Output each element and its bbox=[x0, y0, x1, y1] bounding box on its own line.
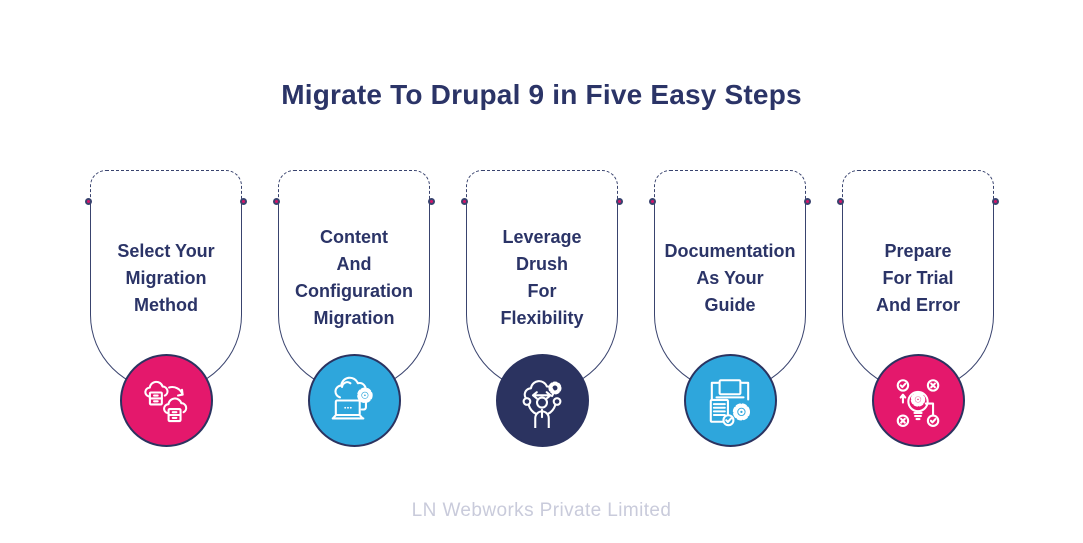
documentation-gear-icon bbox=[709, 378, 751, 426]
step-label: Leverage Drush For Flexibility bbox=[500, 227, 584, 328]
card-dashed-outline bbox=[278, 170, 430, 203]
connector-dot bbox=[461, 198, 468, 205]
step-card-3: Leverage Drush For Flexibility bbox=[461, 170, 623, 447]
page-title: Migrate To Drupal 9 in Five Easy Steps bbox=[281, 79, 802, 110]
connector-dot bbox=[428, 198, 435, 205]
card-dashed-outline bbox=[842, 170, 994, 203]
step-label: Documentation As Your Guide bbox=[664, 240, 796, 315]
step-card-4: Documentation As Your Guide bbox=[649, 170, 811, 447]
connector-dot bbox=[240, 198, 247, 205]
step-label: Content And Configuration Migration bbox=[295, 227, 413, 328]
step-card-2: Content And Configuration Migration bbox=[273, 170, 435, 447]
step-label: Prepare For Trial And Error bbox=[875, 240, 960, 315]
step-card-1: Select Your Migration Method bbox=[85, 170, 247, 447]
bulb-trial-error-icon bbox=[896, 378, 940, 427]
step-icon-circle bbox=[119, 354, 213, 447]
step-card-5: Prepare For Trial And Error bbox=[837, 170, 999, 447]
connector-dot bbox=[649, 198, 656, 205]
connector-dot bbox=[837, 198, 844, 205]
connector-dot bbox=[85, 198, 92, 205]
step-icon-circle bbox=[683, 354, 777, 447]
card-dashed-outline bbox=[90, 170, 242, 203]
connector-dot bbox=[992, 198, 999, 205]
cloud-migration-icon bbox=[144, 380, 188, 422]
person-cloud-sync-icon bbox=[522, 379, 562, 428]
card-dashed-outline bbox=[654, 170, 806, 203]
step-label: Select Your Migration Method bbox=[117, 240, 215, 315]
connector-dot bbox=[616, 198, 623, 205]
connector-dot bbox=[273, 198, 280, 205]
footer-brand-text: LN Webworks Private Limited bbox=[411, 500, 672, 521]
step-icon-circle bbox=[307, 354, 401, 447]
laptop-cloud-gear-icon bbox=[331, 376, 373, 419]
step-icon-circle bbox=[495, 354, 589, 447]
card-dashed-outline bbox=[466, 170, 618, 203]
step-icon-circle bbox=[871, 354, 965, 447]
steps-row: Select Your Migration Method bbox=[85, 170, 999, 447]
connector-dot bbox=[804, 198, 811, 205]
